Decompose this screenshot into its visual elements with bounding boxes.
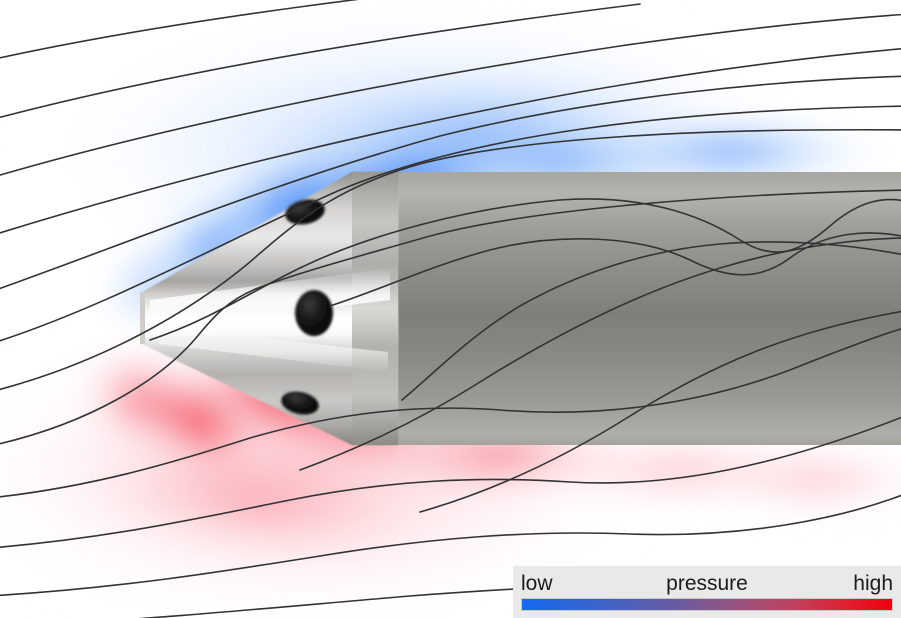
upper-pressure-port: [285, 199, 325, 225]
streamline: [0, 494, 901, 597]
streamline: [0, 3, 641, 119]
streamline: [0, 13, 901, 176]
cone-base-ring: [352, 172, 398, 445]
streamline: [149, 198, 901, 341]
streamline: [419, 310, 901, 513]
streamline: [0, 47, 901, 234]
legend-high-label: high: [853, 572, 893, 595]
streamline: [0, 327, 901, 498]
streamline: [401, 241, 901, 401]
probe-tip-face: [140, 292, 145, 344]
stagnation-streamline: [0, 189, 901, 445]
lower-pressure-port: [281, 391, 319, 415]
probe-barrel: [398, 172, 901, 445]
pressure-gradient-bar: [521, 598, 893, 611]
legend-low-label: low: [521, 572, 553, 595]
center-total-pressure-port: [295, 290, 333, 336]
cone-secondary-highlight: [152, 326, 388, 372]
streamline: [0, 75, 901, 290]
streamline: [0, 105, 901, 342]
legend-label-row: low pressure high: [521, 570, 893, 598]
streamline: [0, 128, 901, 391]
streamline: [299, 237, 901, 471]
streamline: [0, 416, 901, 548]
legend-title-label: pressure: [666, 572, 748, 595]
streamline: [0, 0, 359, 59]
pressure-colorbar-legend: low pressure high: [513, 566, 901, 618]
